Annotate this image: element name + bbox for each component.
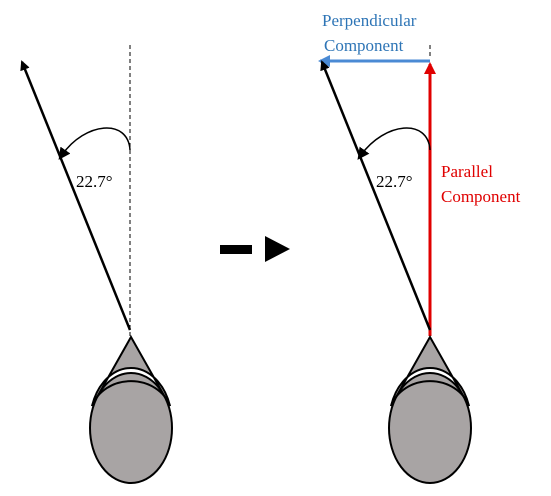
right-panel: 22.7° Perpendicular Component Parallel C… [318,11,521,484]
left-angle-arc [58,127,131,160]
perpendicular-label-line2: Component [324,36,404,55]
right-arrow-icon [220,236,290,262]
right-weight-body [388,334,472,484]
left-angle-label: 22.7° [76,172,113,191]
left-tilted-vector [20,60,132,331]
parallel-label-line2: Component [441,187,521,206]
perpendicular-label-line1: Perpendicular [322,11,417,30]
left-weight-body [89,334,173,484]
parallel-label-line1: Parallel [441,162,493,181]
right-tilted-vector [320,60,432,331]
left-panel: 22.7° [20,45,173,484]
right-angle-label: 22.7° [376,172,413,191]
right-angle-arc [357,127,431,160]
